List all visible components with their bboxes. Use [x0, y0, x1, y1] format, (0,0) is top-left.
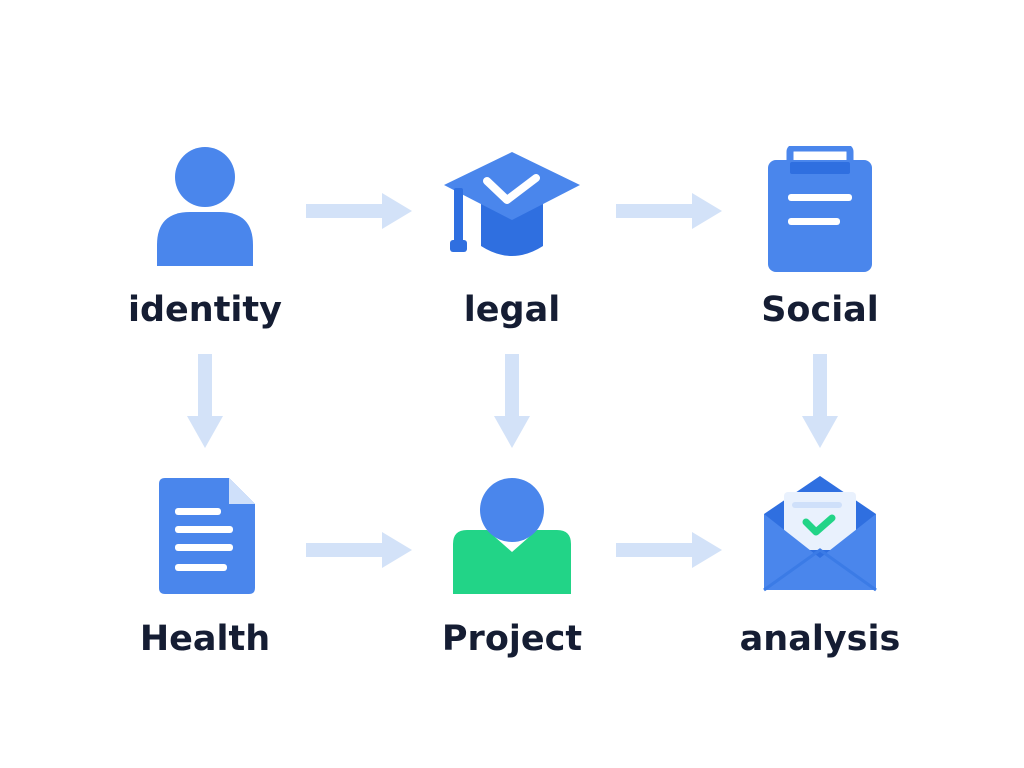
- graduation-cap-icon: [444, 152, 580, 256]
- node-label-analysis: analysis: [739, 619, 901, 659]
- node-label-health: Health: [139, 619, 271, 659]
- arrow-project-to-analysis: [616, 532, 722, 568]
- node-analysis: analysis: [700, 474, 940, 674]
- clipboard-icon: [768, 146, 872, 272]
- envelope-check-icon: [763, 476, 877, 592]
- person-icon: [157, 147, 253, 266]
- arrow-legal-to-project: [494, 354, 530, 448]
- arrow-social-to-analysis: [802, 354, 838, 448]
- arrow-identity-to-legal: [306, 193, 412, 229]
- arrow-identity-to-health: [187, 354, 223, 448]
- node-social: Social: [700, 140, 940, 340]
- node-project: Project: [392, 474, 632, 674]
- arrow-health-to-project: [306, 532, 412, 568]
- node-label-identity: identity: [128, 290, 282, 330]
- node-health: Health: [85, 474, 325, 674]
- user-green-icon: [453, 478, 571, 594]
- node-legal: legal: [392, 140, 632, 340]
- arrow-legal-to-social: [616, 193, 722, 229]
- document-icon: [159, 478, 255, 594]
- node-identity: identity: [85, 140, 325, 340]
- node-label-legal: legal: [463, 290, 561, 330]
- node-label-social: Social: [761, 290, 879, 330]
- node-label-project: Project: [441, 619, 583, 659]
